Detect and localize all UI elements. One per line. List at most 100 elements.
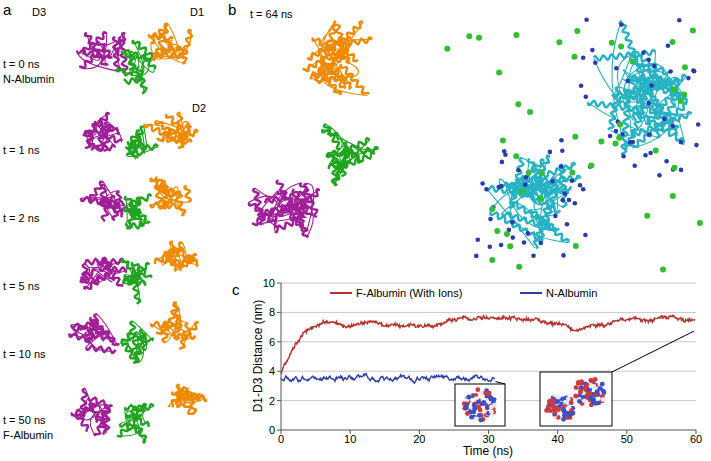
coil-loop <box>77 32 126 72</box>
sodium-ion <box>621 154 626 159</box>
coil-loop <box>588 21 692 149</box>
sodium-ion <box>548 150 553 155</box>
sodium-ion <box>474 254 479 259</box>
chloride-ion <box>617 121 623 127</box>
time-label: t = 64 ns <box>250 8 293 20</box>
albumin-snapshot <box>81 177 191 230</box>
sodium-ion <box>510 220 515 225</box>
surface-atom <box>576 380 581 385</box>
inset-frame <box>540 372 612 426</box>
surface-atom <box>586 391 591 396</box>
chloride-ion <box>681 92 687 98</box>
sodium-ion <box>560 148 565 153</box>
tick-label: 2 <box>269 395 275 407</box>
surface-atom <box>488 395 493 400</box>
f-albumin-curve <box>281 316 695 374</box>
sodium-ion <box>692 69 697 74</box>
sodium-ion <box>565 222 570 227</box>
sodium-ion <box>679 140 684 145</box>
surface-atom <box>556 395 561 400</box>
tick-label: 0 <box>269 424 275 436</box>
surface-atom <box>478 418 483 423</box>
chloride-ion <box>489 206 495 212</box>
sodium-ion <box>581 55 586 60</box>
coil-loop <box>124 196 149 229</box>
sodium-ion <box>550 179 555 184</box>
chloride-ion <box>653 148 659 154</box>
n-albumin-curve <box>281 374 495 384</box>
chloride-ion <box>494 228 500 234</box>
coil-loop <box>149 24 192 63</box>
coil-loop <box>322 124 378 186</box>
sodium-ion <box>643 153 648 158</box>
inset-leader <box>612 331 694 372</box>
tick-label: 0 <box>278 433 284 445</box>
legend-text: F-Albumin (With Ions) <box>356 287 462 299</box>
surface-atom <box>464 406 469 411</box>
chloride-ion <box>569 169 575 175</box>
sodium-ion <box>694 143 699 148</box>
time-label: t = 1 ns <box>3 144 39 156</box>
sodium-ion <box>641 50 646 55</box>
chloride-ion <box>616 135 622 141</box>
surface-atom <box>463 405 468 410</box>
chloride-ion <box>513 153 519 159</box>
albumin-snapshot <box>69 302 199 363</box>
sodium-ion <box>476 237 481 242</box>
surface-atom <box>476 404 481 409</box>
coil-loop <box>117 40 154 93</box>
albumin-snapshot <box>80 241 198 304</box>
chloride-ion <box>571 54 577 60</box>
chloride-ion <box>644 213 650 219</box>
surface-atom <box>600 381 605 386</box>
sodium-ion <box>484 187 489 192</box>
sodium-ion <box>666 43 671 48</box>
surface-atom <box>472 407 477 412</box>
sodium-ion <box>511 235 516 240</box>
surface-atom <box>476 400 481 405</box>
sodium-ion <box>553 214 558 219</box>
coil-loop <box>144 112 198 148</box>
sodium-ion <box>567 198 572 203</box>
sodium-ion <box>646 101 651 106</box>
surface-atom <box>551 397 556 402</box>
sodium-ion <box>480 181 485 186</box>
surface-atom <box>569 400 574 405</box>
coil-loop <box>249 183 320 238</box>
surface-atom <box>566 396 571 401</box>
sodium-ion <box>686 76 691 81</box>
coil-loop <box>154 241 199 269</box>
tick-label: 40 <box>552 433 564 445</box>
sodium-ion <box>526 231 531 236</box>
sodium-ion <box>563 191 568 196</box>
sodium-ion <box>559 164 564 169</box>
coil-loop <box>86 114 121 151</box>
chloride-ion <box>697 220 703 226</box>
time-label: t = 0 ns <box>3 58 39 70</box>
coil-loop <box>168 384 207 413</box>
surface-atom <box>489 405 494 410</box>
tick-label: 4 <box>269 365 275 377</box>
grid-line <box>281 283 696 284</box>
chloride-ion <box>678 98 684 104</box>
chloride-ion <box>516 264 522 270</box>
panel-letter: c <box>232 282 240 299</box>
chloride-ion <box>588 162 594 168</box>
chloride-ion <box>526 170 532 176</box>
y-tick <box>277 312 281 313</box>
sodium-ion <box>499 243 504 248</box>
sodium-ion <box>652 64 657 69</box>
sodium-ion <box>583 233 588 238</box>
surface-atom <box>551 399 556 404</box>
chloride-ion <box>613 141 619 147</box>
sodium-ion <box>664 159 669 164</box>
chloride-ion <box>507 243 513 249</box>
surface-atom <box>578 388 583 393</box>
sodium-ion <box>570 179 575 184</box>
time-label: t = 10 ns <box>3 348 46 360</box>
sodium-ion <box>657 173 662 178</box>
sodium-ion <box>561 253 566 258</box>
sodium-ion <box>559 138 564 143</box>
coil-loop <box>118 405 154 442</box>
coil-loop <box>123 321 153 363</box>
